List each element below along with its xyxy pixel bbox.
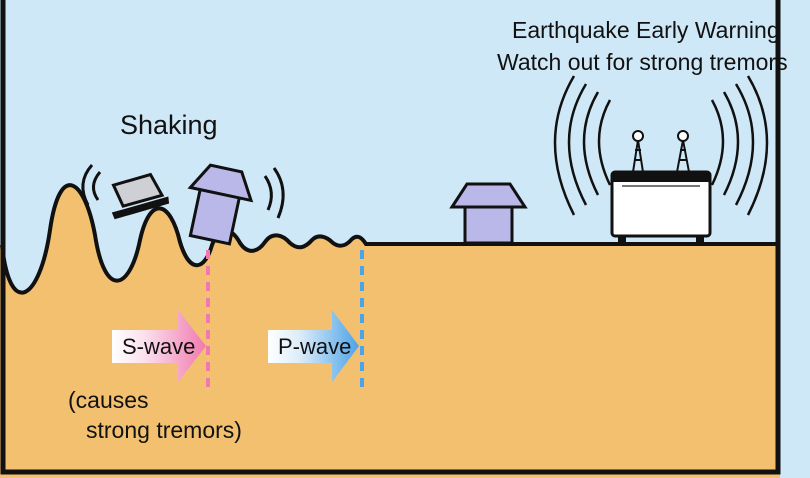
frame-border [0, 0, 781, 475]
p-wave-arrow [268, 310, 359, 382]
shake-motion-icon [263, 167, 285, 219]
ground-surface-line [0, 183, 780, 295]
warning-title: Earthquake Early Warning [512, 17, 780, 43]
p-wave-label: P-wave [278, 334, 351, 359]
house-icon [187, 163, 254, 246]
shaking-label: Shaking [120, 110, 218, 140]
s-wave-arrow [112, 310, 206, 382]
signal-waves-icon [553, 75, 769, 216]
laptop-icon [111, 172, 170, 220]
s-wave-note-line1: (causes [68, 387, 149, 413]
house-icon [449, 182, 528, 245]
ground [0, 185, 780, 478]
s-wave-note-line2: strong tremors) [86, 417, 242, 443]
shake-motion-icon [81, 164, 102, 206]
warning-subtitle: Watch out for strong tremors [497, 49, 788, 75]
warning-device-icon [610, 130, 712, 243]
s-wave-label: S-wave [122, 334, 195, 359]
